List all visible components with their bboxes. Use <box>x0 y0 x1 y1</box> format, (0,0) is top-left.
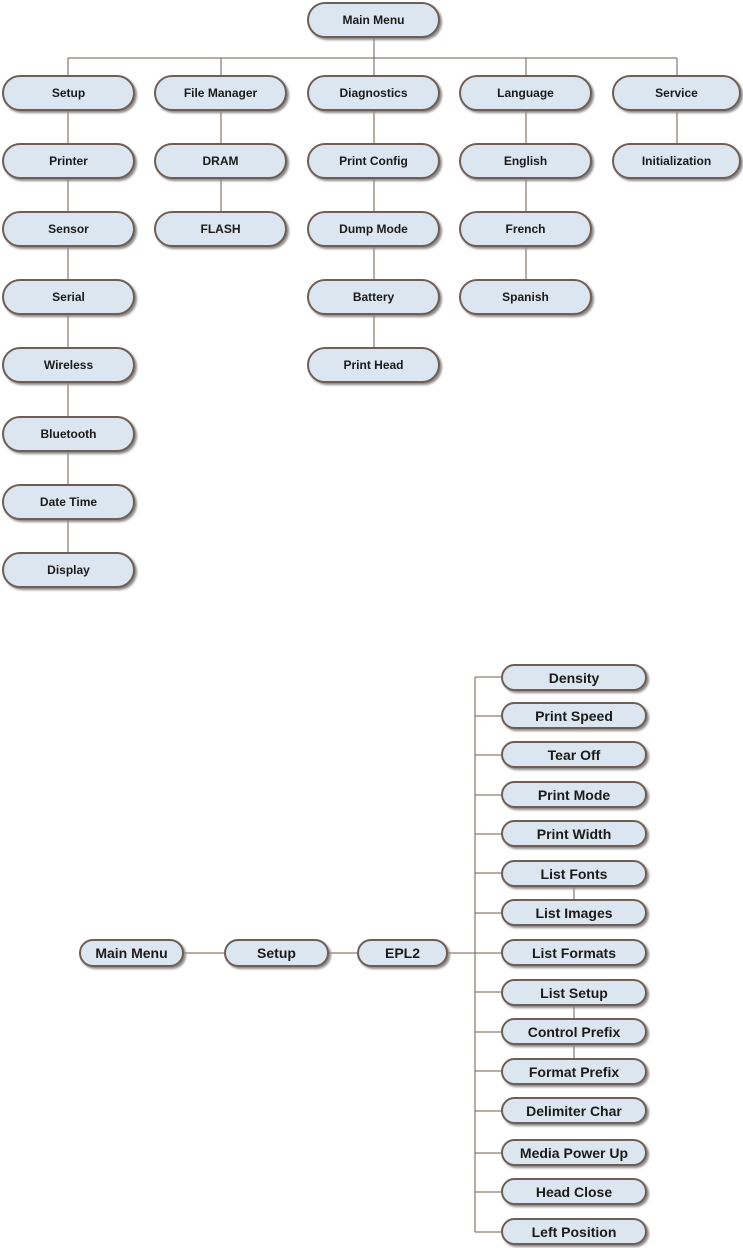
tree-node-wireless: Wireless <box>2 347 135 383</box>
epl2-item-list-fonts: List Fonts <box>501 860 647 887</box>
path-node-epl2: EPL2 <box>357 939 448 967</box>
tree-node-battery: Battery <box>307 279 440 315</box>
tree-node-flash: FLASH <box>154 211 287 247</box>
epl2-item-print-width: Print Width <box>501 820 647 847</box>
epl2-item-density: Density <box>501 664 647 691</box>
tree-node-bluetooth: Bluetooth <box>2 416 135 452</box>
tree-node-print-config: Print Config <box>307 143 440 179</box>
tree-node-initialization: Initialization <box>612 143 741 179</box>
epl2-item-list-formats: List Formats <box>501 939 647 966</box>
tree-node-dram: DRAM <box>154 143 287 179</box>
tree-branch-diagnostics: Diagnostics <box>307 75 440 111</box>
tree-node-printer: Printer <box>2 143 135 179</box>
epl2-item-left-position: Left Position <box>501 1218 647 1245</box>
epl2-item-print-speed: Print Speed <box>501 702 647 729</box>
tree-node-spanish: Spanish <box>459 279 592 315</box>
tree-branch-setup: Setup <box>2 75 135 111</box>
path-node-main-menu: Main Menu <box>79 939 184 967</box>
tree-node-date-time: Date Time <box>2 484 135 520</box>
epl2-item-tear-off: Tear Off <box>501 741 647 768</box>
epl2-item-format-prefix: Format Prefix <box>501 1058 647 1085</box>
tree-branch-file-manager: File Manager <box>154 75 287 111</box>
tree-node-print-head: Print Head <box>307 347 440 383</box>
tree-node-display: Display <box>2 552 135 588</box>
tree-node-dump-mode: Dump Mode <box>307 211 440 247</box>
epl2-item-list-setup: List Setup <box>501 979 647 1006</box>
tree-root-main-menu: Main Menu <box>307 2 440 38</box>
tree-node-serial: Serial <box>2 279 135 315</box>
tree-branch-language: Language <box>459 75 592 111</box>
epl2-item-media-power-up: Media Power Up <box>501 1139 647 1166</box>
tree-node-sensor: Sensor <box>2 211 135 247</box>
epl2-item-head-close: Head Close <box>501 1178 647 1205</box>
tree-node-english: English <box>459 143 592 179</box>
epl2-item-print-mode: Print Mode <box>501 781 647 808</box>
epl2-item-list-images: List Images <box>501 899 647 926</box>
epl2-item-control-prefix: Control Prefix <box>501 1018 647 1045</box>
epl2-item-delimiter-char: Delimiter Char <box>501 1097 647 1124</box>
tree-node-french: French <box>459 211 592 247</box>
path-node-setup: Setup <box>224 939 329 967</box>
tree-branch-service: Service <box>612 75 741 111</box>
